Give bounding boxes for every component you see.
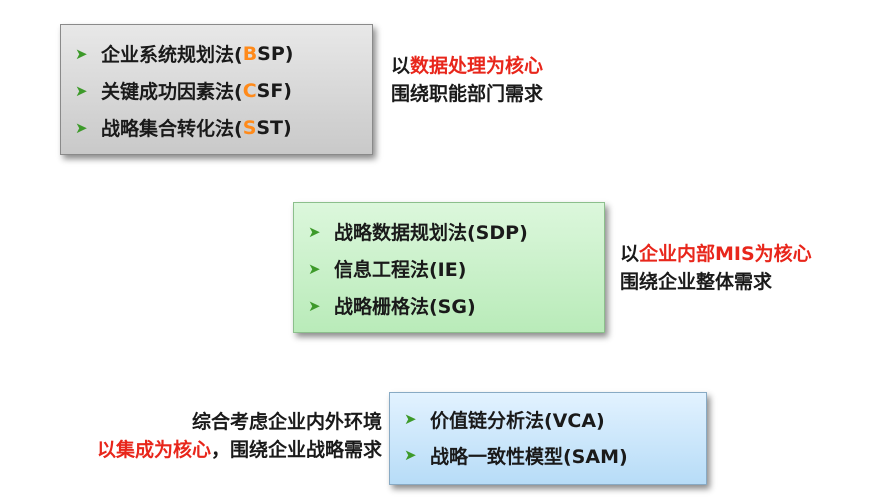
note-rest: ，围绕企业战略需求 xyxy=(210,439,382,461)
sdp-methods-box: ➤ 战略数据规划法(SDP) ➤ 信息工程法(IE) ➤ 战略栅格法(SG) xyxy=(293,202,605,333)
method-label-highlight: S xyxy=(242,116,257,139)
arrow-right-icon: ➤ xyxy=(308,222,321,241)
bsp-note-line1: 以数据处理为核心 xyxy=(391,52,543,80)
method-item-sdp: ➤ 战略数据规划法(SDP) xyxy=(308,213,592,250)
method-item-ie: ➤ 信息工程法(IE) xyxy=(308,250,592,287)
arrow-right-icon: ➤ xyxy=(308,259,321,278)
method-label-post: ST) xyxy=(256,116,292,139)
method-label: 战略栅格法(SG) xyxy=(334,296,476,318)
vca-note-line1: 综合考虑企业内外环境 xyxy=(191,411,382,433)
method-label-pre: 企业系统规划法( xyxy=(101,44,243,66)
method-label-post: SP) xyxy=(257,42,294,65)
arrow-right-icon: ➤ xyxy=(404,446,417,464)
bsp-note: 以数据处理为核心 围绕职能部门需求 xyxy=(391,52,543,108)
method-label-highlight: B xyxy=(242,42,258,65)
method-label-pre: 战略集合转化法( xyxy=(101,118,243,140)
method-label: 战略数据规划法(SDP) xyxy=(334,222,528,244)
note-prefix: 以 xyxy=(620,243,640,265)
method-label-highlight: C xyxy=(242,79,257,102)
note-highlight: 数据处理为核心 xyxy=(410,55,544,77)
method-item-vca: ➤ 价值链分析法(VCA) xyxy=(404,401,694,437)
sdp-note-line1: 以企业内部MIS为核心 xyxy=(620,240,812,268)
arrow-right-icon: ➤ xyxy=(75,118,88,137)
sdp-note: 以企业内部MIS为核心 围绕企业整体需求 xyxy=(620,240,812,296)
arrow-right-icon: ➤ xyxy=(404,410,417,428)
method-label-post: SF) xyxy=(256,79,292,102)
vca-note-line2: 以集成为核心，围绕企业战略需求 xyxy=(14,436,382,464)
vca-note: 综合考虑企业内外环境 以集成为核心，围绕企业战略需求 xyxy=(14,408,382,464)
sdp-note-line2: 围绕企业整体需求 xyxy=(620,271,773,293)
arrow-right-icon: ➤ xyxy=(308,296,321,315)
method-label: 价值链分析法(VCA) xyxy=(430,409,605,432)
arrow-right-icon: ➤ xyxy=(75,81,88,100)
method-label: 战略一致性模型(SAM) xyxy=(430,445,628,468)
arrow-right-icon: ➤ xyxy=(75,44,88,63)
note-prefix: 以 xyxy=(391,55,411,77)
note-highlight: 以集成为核心 xyxy=(96,439,211,461)
bsp-note-line2: 围绕职能部门需求 xyxy=(391,83,544,105)
method-label: 信息工程法(IE) xyxy=(334,259,467,281)
vca-methods-box: ➤ 价值链分析法(VCA) ➤ 战略一致性模型(SAM) xyxy=(389,392,707,485)
note-highlight: 企业内部MIS为核心 xyxy=(639,243,812,265)
method-label-pre: 关键成功因素法( xyxy=(101,81,243,103)
method-item-sam: ➤ 战略一致性模型(SAM) xyxy=(404,437,694,473)
method-item-sg: ➤ 战略栅格法(SG) xyxy=(308,287,592,324)
